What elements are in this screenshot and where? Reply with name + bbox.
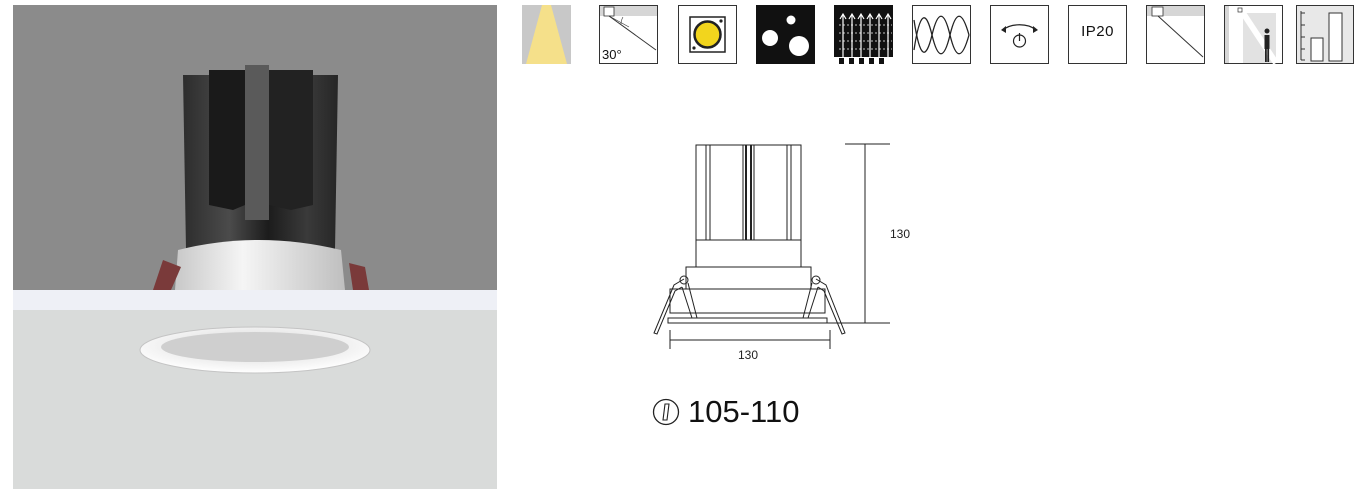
beam-angle-label: 30° [602,47,622,62]
lens-dots-icon [756,5,815,64]
cob-led-chip-icon [678,5,737,64]
flicker-free-wave-icon [912,5,971,64]
ip-rating-label: IP20 [1081,23,1114,40]
beam-angle-icon: 30° [599,5,658,64]
anti-glare-angle-icon [1146,5,1205,64]
dimension-bars-icon [1296,5,1354,64]
rotation-adjust-icon [990,5,1049,64]
cutout-diameter-icon [652,398,680,426]
recessed-height-person-icon [1224,5,1283,64]
cutout-size-value: 105-110 [688,394,800,429]
width-dimension-label: 130 [738,348,759,362]
heat-dissipation-icon [834,5,893,64]
product-photo [13,5,497,489]
height-dimension-label: 130 [890,227,911,241]
cutout-size: 105-110 [652,392,799,432]
ip-rating-icon: IP20 [1068,5,1127,64]
technical-drawing [640,135,930,375]
light-beam-icon [522,5,571,64]
